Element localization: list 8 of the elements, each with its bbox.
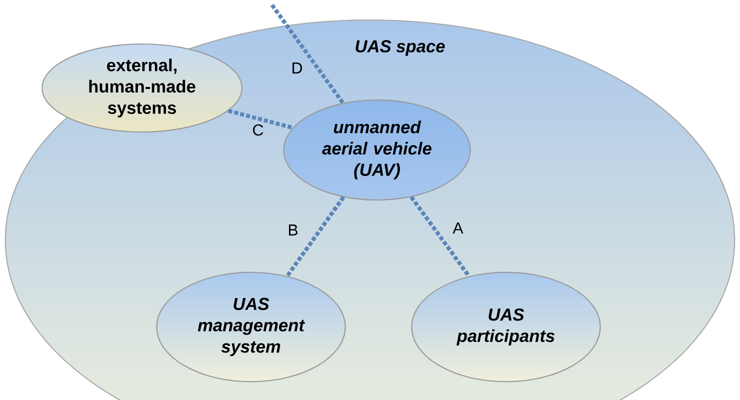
edge-label: D bbox=[292, 62, 302, 74]
edge-label: B bbox=[288, 224, 298, 236]
dotted-connector bbox=[228, 108, 294, 130]
dotted-connector bbox=[270, 4, 345, 104]
edge-label: A bbox=[452, 222, 464, 234]
dotted-connector bbox=[410, 196, 471, 278]
dotted-connector bbox=[286, 196, 346, 278]
edge-label: C bbox=[253, 124, 264, 136]
